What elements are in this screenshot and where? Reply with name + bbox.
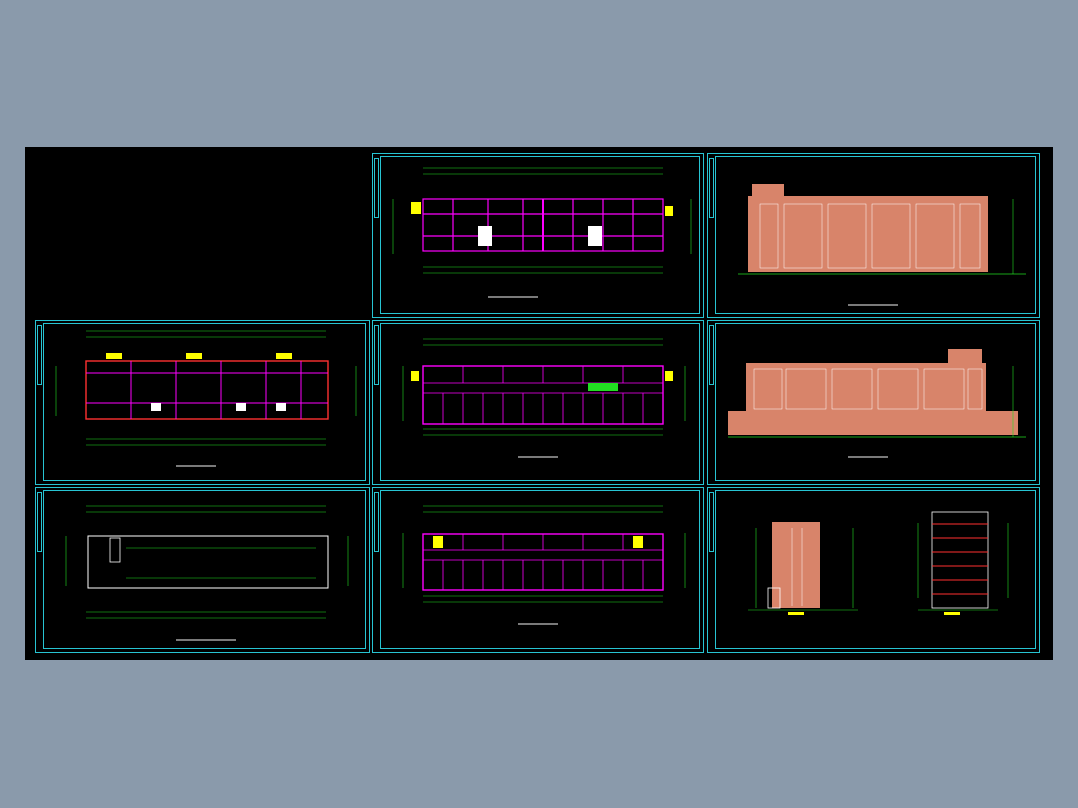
sheet-frame — [380, 323, 700, 481]
sheet-second-floor-plan[interactable] — [372, 320, 704, 485]
plan-drawing — [392, 167, 692, 298]
sheet-side-elevation-and-section[interactable] — [707, 487, 1040, 653]
sheet-frame — [380, 490, 700, 649]
title-strip — [709, 492, 714, 552]
sheet-basement-plan[interactable] — [372, 153, 704, 318]
section-drawing — [748, 511, 1009, 615]
title-strip — [374, 492, 379, 552]
drawing-canvas[interactable] — [25, 147, 1053, 660]
title-strip — [374, 325, 379, 385]
sheet-first-floor-plan[interactable] — [35, 320, 370, 485]
sheet-frame — [43, 490, 366, 649]
title-strip — [37, 492, 42, 552]
sheet-frame — [43, 323, 366, 481]
title-strip — [709, 325, 714, 385]
sheet-frame — [715, 156, 1036, 314]
sheet-frame — [380, 156, 700, 314]
title-strip — [709, 158, 714, 218]
title-strip — [37, 325, 42, 385]
sheet-frame — [715, 490, 1036, 649]
sheet-frame — [715, 323, 1036, 481]
plan-drawing — [402, 505, 686, 625]
plan-drawing — [65, 505, 349, 641]
plan-drawing — [402, 338, 686, 458]
sheet-front-elevation[interactable] — [707, 153, 1040, 318]
sheet-typical-floor-plan[interactable] — [372, 487, 704, 653]
elevation-drawing — [738, 184, 1026, 306]
plan-drawing — [55, 330, 357, 467]
sheet-rear-elevation[interactable] — [707, 320, 1040, 485]
elevation-drawing — [728, 349, 1026, 458]
title-strip — [374, 158, 379, 218]
sheet-roof-plan[interactable] — [35, 487, 370, 653]
